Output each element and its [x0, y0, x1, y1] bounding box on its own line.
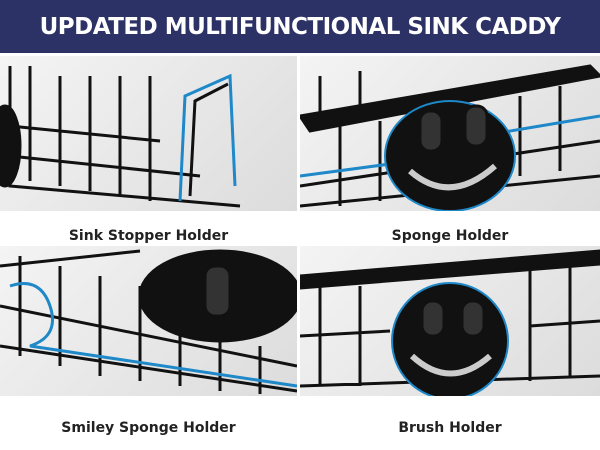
panel-label: Sponge Holder [391, 228, 509, 244]
page-title: UPDATED MULTIFUNCTIONAL SINK CADDY [0, 0, 600, 53]
smiley-sponge-holder-image [0, 246, 297, 396]
panel-label: Sink Stopper Holder [68, 228, 229, 244]
panel-label: Smiley Sponge Holder [61, 420, 236, 436]
sponge-holder-image [300, 56, 600, 211]
sink-stopper-holder-image [0, 56, 297, 211]
brush-holder-image [300, 246, 600, 396]
panel-label: Brush Holder [398, 420, 502, 436]
